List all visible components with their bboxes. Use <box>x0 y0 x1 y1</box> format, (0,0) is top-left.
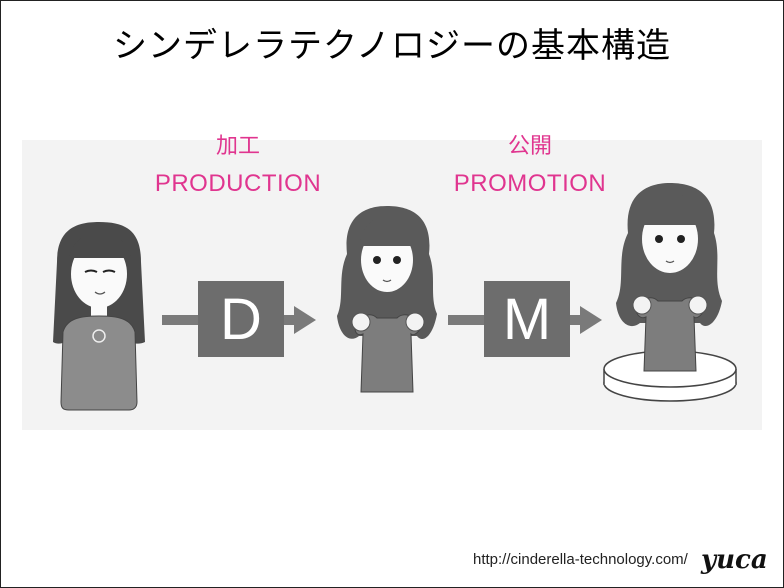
production-box-d: D <box>198 281 284 357</box>
promotion-label-jp: 公開 <box>507 134 552 159</box>
original-girl-figure <box>53 222 145 411</box>
production-label-jp: 加工 <box>215 134 260 159</box>
promotion-label-en: PROMOTION <box>453 170 607 197</box>
processed-girl-figure <box>337 206 437 393</box>
yuca-logo-text: yuca <box>700 545 768 575</box>
slide-title: シンデレラテクノロジーの基本構造 <box>113 26 671 66</box>
promotion-label: 公開 PROMOTION <box>432 128 628 198</box>
production-label-en: PRODUCTION <box>154 170 322 197</box>
footer-url[interactable]: http://cinderella-technology.com/ <box>473 551 688 568</box>
yuca-logo: yuca <box>699 540 771 580</box>
promotion-box-m: M <box>484 281 570 357</box>
promoted-girl-on-pedestal-figure <box>603 183 737 402</box>
production-label: 加工 PRODUCTION <box>140 128 336 198</box>
